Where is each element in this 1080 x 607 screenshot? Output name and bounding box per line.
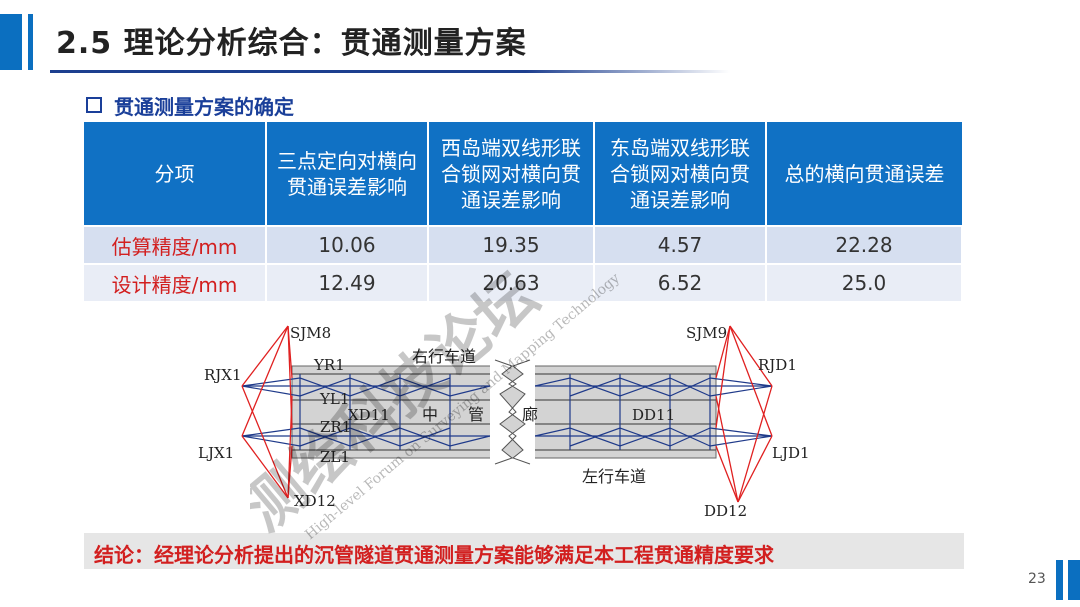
- table-header-cell: 总的横向贯通误差: [766, 122, 962, 226]
- table-cell: 4.57: [594, 225, 767, 264]
- table-cell: 6.52: [594, 263, 767, 301]
- table-cell: 22.28: [766, 225, 963, 264]
- conclusion-text: 结论：经理论分析提出的沉管隧道贯通测量方案能够满足本工程贯通精度要求: [94, 543, 774, 567]
- table-cell: 20.63: [428, 263, 595, 301]
- table-header-cell: 西岛端双线形联合锁网对横向贯通误差影响: [428, 122, 595, 226]
- label-ljd1: LJD1: [772, 444, 810, 462]
- label-xd11: XD11: [348, 406, 390, 424]
- square-bullet-icon: [86, 97, 102, 113]
- header-line: 贯通误差影响: [287, 174, 407, 199]
- label-dd11: DD11: [632, 406, 675, 424]
- header-line: 东岛端双线形联: [610, 135, 750, 160]
- row-label: 设计精度/mm: [84, 263, 267, 301]
- table-header-cell: 东岛端双线形联合锁网对横向贯通误差影响: [594, 122, 767, 226]
- table-header-row: 分项三点定向对横向贯通误差影响西岛端双线形联合锁网对横向贯通误差影响东岛端双线形…: [84, 122, 962, 226]
- table-header-cell: 三点定向对横向贯通误差影响: [266, 122, 429, 226]
- row-label-highlight: 估算: [111, 234, 152, 259]
- label-ljx1: LJX1: [198, 444, 234, 462]
- upper-tunnel-tube: [292, 373, 716, 401]
- label-rjx1: RJX1: [204, 366, 242, 384]
- label-sjm9: SJM9: [686, 324, 727, 342]
- label-zr1: ZR1: [320, 418, 351, 436]
- conclusion-bar: [84, 533, 964, 569]
- title-underline: [50, 70, 730, 73]
- header-line: 西岛端双线形联: [441, 135, 581, 160]
- label-yr1: YR1: [313, 356, 345, 374]
- label-left-lane: 左行车道: [582, 467, 646, 486]
- tunnel-survey-diagram: SJM8 SJM9 RJX1 LJX1 RJD1 LJD1 YR1 YL1 ZR…: [198, 324, 810, 520]
- page-number: 23: [1028, 571, 1046, 587]
- header-line: 合锁网对横向贯: [610, 161, 750, 186]
- section-subtitle: 贯通测量方案的确定: [114, 95, 294, 119]
- header-line: 三点定向对横向: [277, 148, 417, 173]
- header-line: 通误差影响: [461, 187, 561, 212]
- page-accent-bar-wide: [1068, 560, 1080, 600]
- table-header-cell: 分项: [84, 122, 267, 226]
- label-mid-gallery-1: 中: [422, 405, 438, 424]
- header-line: 分项: [154, 161, 195, 186]
- table-cell: 19.35: [428, 225, 595, 264]
- label-right-lane: 右行车道: [412, 347, 476, 366]
- table-cell: 25.0: [766, 263, 963, 301]
- header-line: 合锁网对横向贯: [441, 161, 581, 186]
- east-shaft-orientation-lines: [715, 325, 773, 503]
- page-accent-bar: [1056, 560, 1063, 600]
- header-line: 总的横向贯通误差: [784, 161, 945, 186]
- west-control-network: [241, 374, 491, 450]
- label-dd12: DD12: [704, 502, 747, 520]
- row-label: 估算精度/mm: [84, 225, 267, 264]
- accuracy-table: 分项三点定向对横向贯通误差影响西岛端双线形联合锁网对横向贯通误差影响东岛端双线形…: [84, 122, 963, 301]
- page-title: 2.5 理论分析综合：贯通测量方案: [56, 26, 527, 61]
- table-cell: 10.06: [266, 225, 429, 264]
- header-line: 通误差影响: [630, 187, 730, 212]
- table-cell: 12.49: [266, 263, 429, 301]
- left-accent-bar-thin: [28, 14, 33, 70]
- label-mid-gallery-2: 管: [468, 405, 484, 424]
- row-label-highlight: 设计: [111, 272, 152, 297]
- east-control-network: [534, 374, 773, 450]
- label-yl1: YL1: [319, 390, 349, 408]
- label-sjm8: SJM8: [290, 324, 331, 342]
- label-mid-gallery-3: 廊: [522, 405, 538, 424]
- row-label-unit: 精度/mm: [151, 234, 238, 259]
- lower-tunnel-tube: [292, 423, 716, 451]
- label-xd12: XD12: [294, 492, 336, 510]
- left-accent-bar: [0, 14, 22, 70]
- tunnel-joint-break: [490, 359, 535, 465]
- label-zl1: ZL1: [320, 448, 350, 466]
- label-rjd1: RJD1: [758, 356, 797, 374]
- west-shaft-orientation-lines: [241, 325, 293, 499]
- row-label-unit: 精度/mm: [151, 272, 238, 297]
